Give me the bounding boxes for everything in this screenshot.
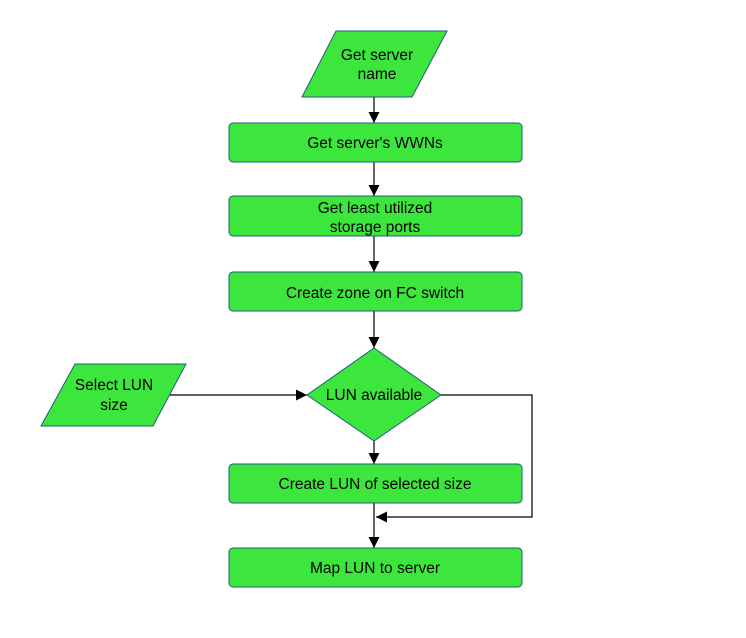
node-label-line: name xyxy=(358,66,397,83)
process-box-shape xyxy=(228,547,523,588)
node-label-line: Get server xyxy=(341,47,413,64)
node-label-line: Get server's WWNs xyxy=(307,135,443,152)
node-create-zone: Create zone on FC switch xyxy=(228,271,523,312)
node-map-lun: Map LUN to server xyxy=(228,547,523,588)
input-parallelogram-shape xyxy=(40,363,187,427)
node-get-wwns: Get server's WWNs xyxy=(228,122,523,163)
decision-diamond-shape xyxy=(306,347,442,442)
process-box-shape xyxy=(228,122,523,163)
edge-decision-bypass-to-map xyxy=(376,394,533,523)
input-parallelogram-shape xyxy=(301,30,448,98)
node-lun-available: LUN available xyxy=(306,347,442,442)
node-get-server-name: Get server name xyxy=(301,30,448,98)
node-create-lun: Create LUN of selected size xyxy=(228,463,523,504)
node-label-line: Map LUN to server xyxy=(310,560,440,577)
node-label-line: size xyxy=(100,397,128,414)
process-box-shape xyxy=(228,271,523,312)
node-label-line: Get least utilized xyxy=(318,200,433,217)
node-get-ports: Get least utilized storage ports xyxy=(228,195,523,237)
node-label-line: Create LUN of selected size xyxy=(279,476,472,493)
node-label-line: Create zone on FC switch xyxy=(286,285,464,302)
node-label-line: storage ports xyxy=(330,219,421,236)
process-box-shape xyxy=(228,463,523,504)
node-label-line: Select LUN xyxy=(75,377,153,394)
edges xyxy=(170,97,533,548)
process-box-shape xyxy=(228,195,523,237)
node-label-line: LUN available xyxy=(326,387,423,404)
node-select-lun-size: Select LUN size xyxy=(40,363,187,427)
